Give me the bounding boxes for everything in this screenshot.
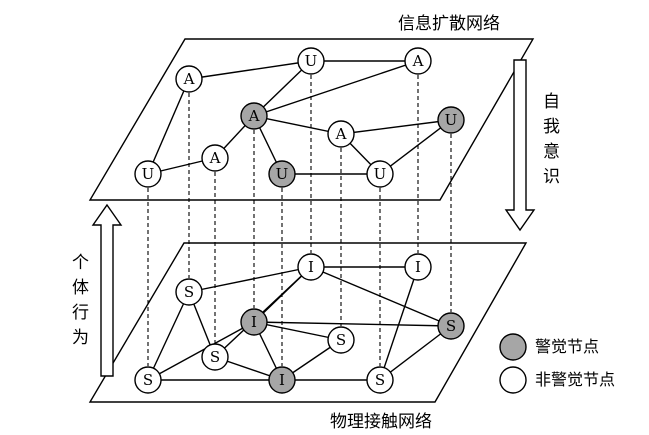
node-circle [297,47,325,75]
edge [253,321,342,341]
node-circle [268,366,296,394]
node-label: I [251,313,257,331]
node-label: A [335,125,347,143]
edge [188,60,312,80]
node-uA5: A [201,144,229,172]
node-uA1: A [175,65,203,93]
node-circle [366,366,394,394]
self-awareness-arrow: 自 我 意 识 [504,59,560,232]
up-arrow-icon [91,203,123,377]
node-circle [327,120,355,148]
edge [188,266,312,293]
node-label: U [142,165,155,183]
node-circle [327,326,355,354]
edge [253,321,452,327]
individual-behavior-char: 个 [72,253,89,273]
node-uU5: U [134,160,162,188]
lower-plane-title: 物理接触网络 [330,412,432,432]
self-awareness-char: 意 [543,142,560,162]
node-lS6: S [366,366,394,394]
node-circle [134,160,162,188]
node-label: U [305,52,318,70]
node-label: A [209,149,221,167]
node-circle [404,47,432,75]
node-label: I [279,371,285,389]
node-label: S [446,317,456,335]
edge [310,266,452,327]
node-lS1: S [175,278,203,306]
non-alert-node-label: 非警觉节点 [535,370,615,389]
edge [147,321,255,381]
self-awareness-char: 自 [543,92,560,112]
edge [147,291,190,381]
edge [379,119,452,175]
node-circle [404,253,432,281]
node-uU3: U [366,160,394,188]
edge [253,60,419,117]
edge [340,119,452,135]
node-uA2: A [404,47,432,75]
node-circle [240,308,268,336]
node-label: A [248,107,260,125]
node-circle [175,65,203,93]
inter-layer-links [147,75,452,366]
node-circle [366,160,394,188]
node-circle [437,106,465,134]
node-circle [297,253,325,281]
node-circle [240,102,268,130]
node-label: S [375,371,385,389]
node-circle [201,144,229,172]
alert-node-swatch [499,333,527,361]
upper-plane-title: 信息扩散网络 [398,14,500,34]
node-label: I [308,258,314,276]
individual-behavior-char: 为 [72,328,89,348]
node-lI1: I [297,253,325,281]
node-label: U [445,111,458,129]
down-arrow-icon [504,59,536,232]
node-label: S [336,331,346,349]
node-lS4: S [327,326,355,354]
node-lS2: S [134,366,162,394]
self-awareness-char: 我 [543,117,560,137]
node-circle [437,312,465,340]
node-uU2: U [268,160,296,188]
edge [379,266,419,381]
node-uA4: A [327,120,355,148]
node-uU4: U [437,106,465,134]
non-alert-node-swatch [499,366,527,394]
edge [253,115,342,135]
individual-behavior-char: 行 [72,303,89,323]
individual-behavior-arrow: 个 体 行 为 [72,203,123,377]
alert-node-label: 警觉节点 [535,337,599,356]
node-lI4: I [268,366,296,394]
node-label: S [143,371,153,389]
node-circle [201,343,229,371]
node-label: A [412,52,424,70]
node-label: I [415,258,421,276]
upper-nodes: A U A A A U U A [134,47,465,188]
node-label: U [374,165,387,183]
node-circle [175,278,203,306]
node-circle [268,160,296,188]
edge [147,78,190,175]
node-uU1: U [297,47,325,75]
lower-nodes: I I S I S S S S [134,253,465,394]
self-awareness-char: 识 [543,167,560,187]
legend: 警觉节点 非警觉节点 [499,333,615,394]
node-lI2: I [404,253,432,281]
node-label: U [276,165,289,183]
node-label: S [184,283,194,301]
node-lS5: S [201,343,229,371]
node-uA3: A [240,102,268,130]
node-label: S [210,348,220,366]
node-lI3: I [240,308,268,336]
individual-behavior-char: 体 [72,278,89,298]
node-lS3: S [437,312,465,340]
node-label: A [183,70,195,88]
node-circle [134,366,162,394]
edge [379,325,452,381]
